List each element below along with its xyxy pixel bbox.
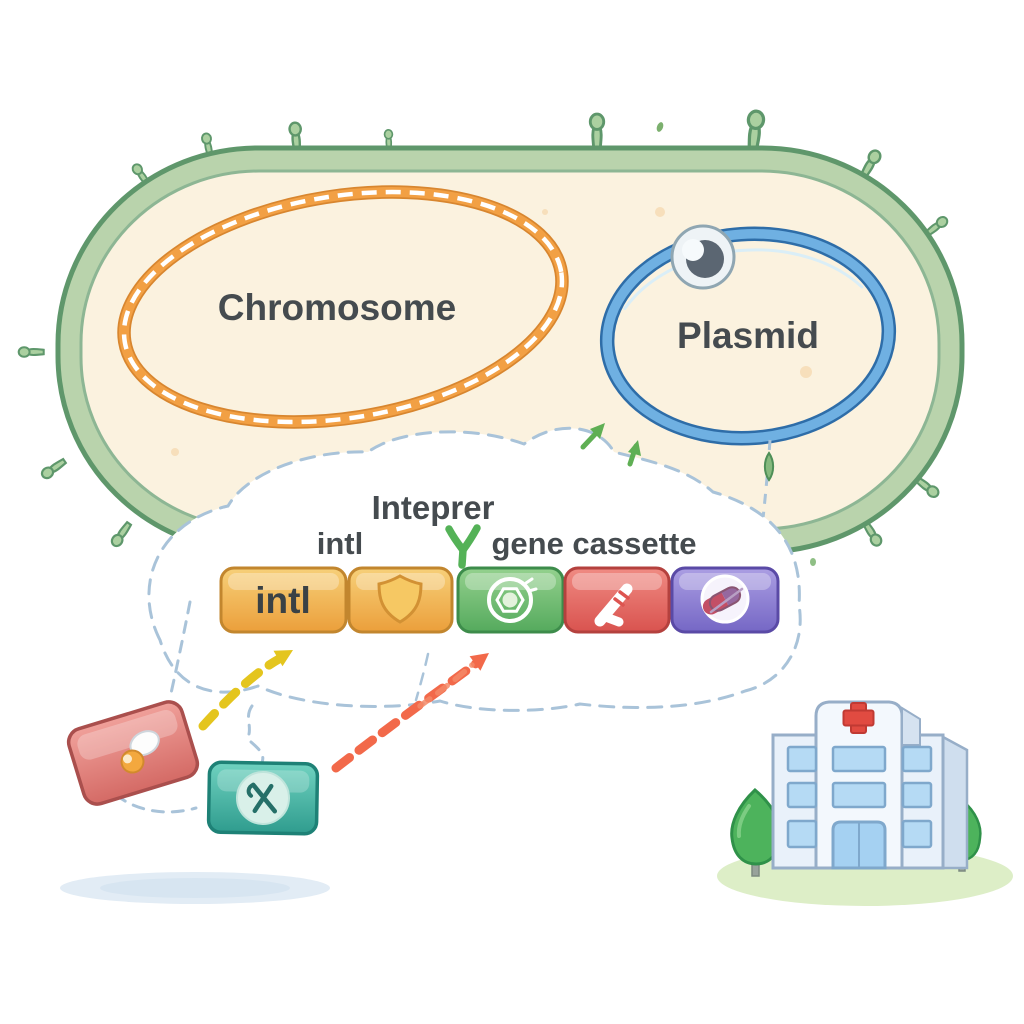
chromosome-ring <box>117 185 569 429</box>
hospital-side-wall <box>941 734 969 870</box>
pilus-icon <box>110 520 133 548</box>
green-diamond-marker <box>763 451 775 482</box>
pilus-icon <box>40 457 68 480</box>
cassette-block-microbe <box>456 566 565 634</box>
microbe-icon <box>487 577 538 623</box>
cytoplasm-freckles <box>171 207 812 456</box>
plasmid-label: Plasmid <box>677 315 819 356</box>
bacterial-cell: Chromosome Plasmid <box>17 109 965 584</box>
transfer-arrow-red <box>331 653 489 773</box>
origin-of-replication-icon <box>670 224 736 290</box>
cassette-block-intl: intl <box>219 566 348 634</box>
antibiotic-card-red <box>66 700 200 806</box>
hospital-icon <box>717 700 1013 906</box>
gene-cassette-row: intl <box>219 566 780 634</box>
pill-icon <box>700 574 750 624</box>
gene-cassette-label: gene cassette <box>491 526 696 561</box>
hospital-tower-facet <box>901 706 921 746</box>
cassette-block-bone <box>563 566 671 634</box>
pilus-icon <box>746 109 766 153</box>
pilus-icon <box>588 112 606 151</box>
bone-icon <box>594 583 633 627</box>
red-cross-icon <box>842 702 875 734</box>
shield-icon <box>377 574 423 624</box>
cards-shadow-inner <box>100 878 290 898</box>
integration-arrows <box>580 423 641 467</box>
att-site-label: intl <box>317 526 364 561</box>
green-speck <box>810 558 816 566</box>
resistance-card-teal <box>206 760 320 836</box>
transfer-arrow-yellow <box>198 650 293 731</box>
hospital-door <box>831 820 887 870</box>
pills-icon <box>120 730 160 774</box>
attc-site-y-icon <box>445 524 481 569</box>
chromosome-label: Chromosome <box>218 287 456 328</box>
integrase-label: Inteprer <box>372 489 495 526</box>
cassette-block-shield <box>347 566 454 634</box>
green-speck <box>656 122 664 132</box>
no-antibiotic-icon <box>236 771 290 825</box>
hospital-windows <box>786 745 933 849</box>
cassette-block-intl-label: intl <box>255 580 310 621</box>
plasmid-ring <box>599 226 897 446</box>
cassette-block-pill <box>670 566 780 634</box>
pilus-icon <box>17 346 45 358</box>
